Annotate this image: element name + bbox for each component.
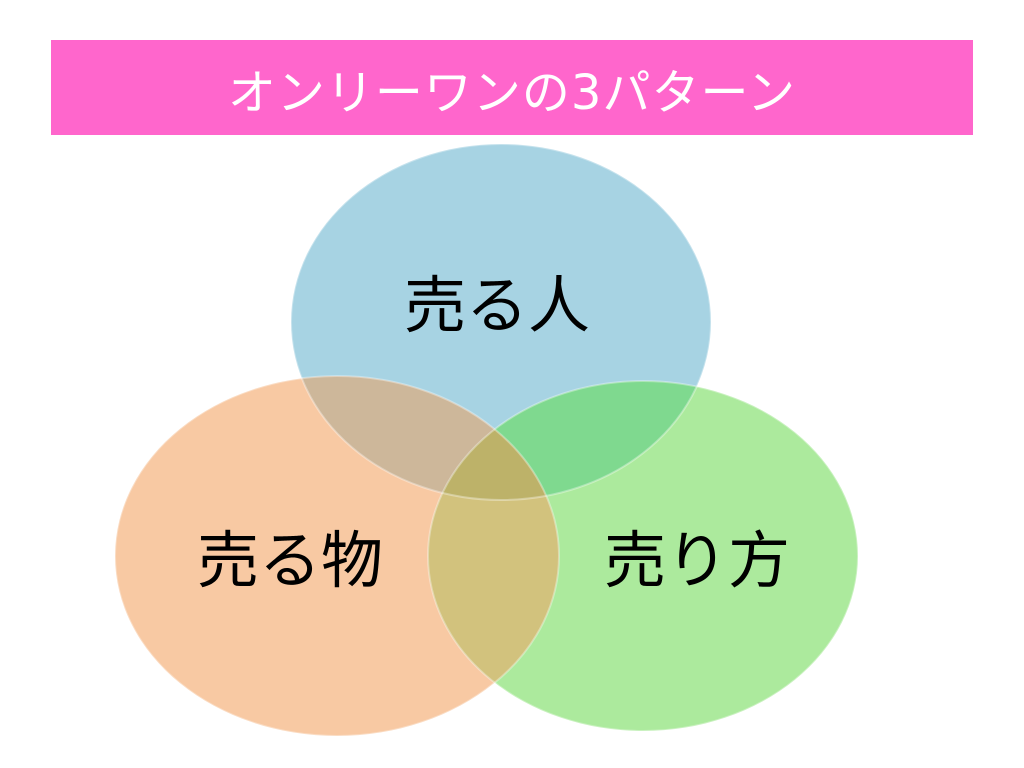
circle-left-edge bbox=[114, 375, 560, 737]
title-banner: オンリーワンの3パターン bbox=[51, 40, 973, 135]
overlap-top-right bbox=[428, 381, 711, 500]
circle-right-edge bbox=[427, 380, 859, 732]
label-left: 売る物 bbox=[197, 524, 383, 597]
title-text: オンリーワンの3パターン bbox=[227, 64, 797, 121]
label-top: 売る人 bbox=[404, 269, 590, 342]
circle-top-edge bbox=[290, 143, 712, 501]
overlap-top-left bbox=[291, 376, 559, 500]
label-right: 売り方 bbox=[604, 524, 790, 597]
